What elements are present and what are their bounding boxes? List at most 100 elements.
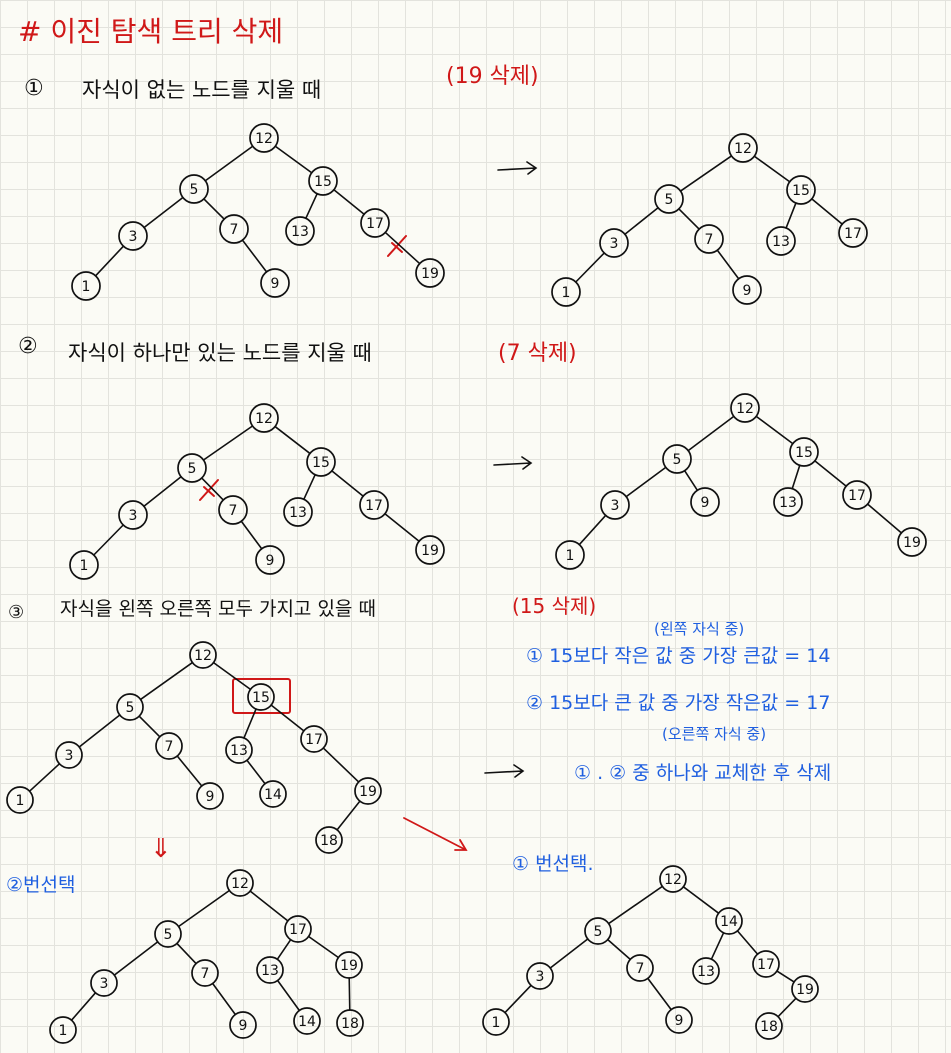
node-circle (600, 490, 630, 520)
node-label: 15 (792, 183, 810, 199)
tree-node: 3 (118, 500, 148, 530)
right-arrow-icon (493, 456, 533, 470)
node-circle (773, 487, 803, 517)
tree-node: 12 (249, 123, 279, 153)
tree-node: 14 (715, 907, 743, 935)
tree-edge (70, 991, 97, 1022)
tree-node: 12 (249, 403, 279, 433)
tree-edge (814, 460, 847, 487)
tree-edge (276, 938, 292, 961)
tree-edge (333, 188, 365, 216)
tree-node: 17 (752, 950, 780, 978)
tree-node: 12 (728, 133, 758, 163)
tree-edge (270, 704, 305, 732)
node-label: 17 (757, 957, 775, 973)
node-label: 3 (129, 508, 138, 524)
node-circle (118, 500, 148, 530)
node-label: 13 (289, 505, 307, 521)
node-label: 1 (80, 558, 89, 574)
tree-edge (212, 661, 252, 691)
node-label: 5 (673, 452, 682, 468)
tree-edge (625, 466, 667, 498)
node-label: 18 (341, 1016, 359, 1032)
tree-node: 1 (69, 550, 99, 580)
tree-edge (305, 192, 318, 220)
tree-node: 19 (897, 527, 927, 557)
tree-edge (384, 231, 421, 265)
node-circle (219, 214, 249, 244)
tree-edge (549, 938, 589, 969)
node-circle (336, 1009, 364, 1037)
tree-edge (211, 982, 237, 1016)
node-circle (256, 956, 284, 984)
case3-note: (15 삭제) (512, 594, 597, 618)
tree-edge (322, 747, 360, 783)
node-label: 3 (100, 976, 109, 992)
node-label: 3 (610, 236, 619, 252)
case1-heading: 자식이 없는 노드를 지울 때 (82, 78, 322, 102)
node-circle (306, 447, 336, 477)
rule-min-right: ② 15보다 큰 값 중 가장 작은값 = 17 (526, 692, 831, 714)
tree-node: 7 (191, 959, 219, 987)
tree-node: 17 (284, 915, 312, 943)
node-label: 9 (206, 789, 215, 805)
node-label: 7 (201, 966, 210, 982)
tree-edge (678, 208, 700, 230)
node-label: 17 (305, 732, 323, 748)
node-label: 9 (743, 283, 752, 299)
tree-node: 1 (555, 540, 585, 570)
tree-edge (143, 475, 182, 508)
node-circle (116, 693, 144, 721)
node-circle (654, 184, 684, 214)
node-label: 13 (230, 743, 248, 759)
node-circle (225, 736, 253, 764)
node-label: 9 (271, 276, 280, 292)
tree-edge (866, 503, 903, 534)
node-label: 12 (194, 648, 212, 664)
tree-node: 15 (786, 175, 816, 205)
tree-node: 3 (118, 221, 148, 251)
node-circle (49, 1016, 77, 1044)
tree-edge (785, 202, 797, 229)
tree-node: 5 (154, 920, 182, 948)
node-label: 1 (59, 1023, 68, 1039)
node-label: 19 (421, 543, 439, 559)
node-circle (665, 1006, 693, 1034)
node-label: 1 (82, 279, 91, 295)
node-circle (196, 782, 224, 810)
node-label: 9 (675, 1013, 684, 1029)
tree-edge (246, 759, 266, 785)
node-label: 7 (229, 503, 238, 519)
node-label: 13 (772, 234, 790, 250)
node-circle (732, 275, 762, 305)
tree-node: 5 (177, 453, 207, 483)
node-label: 1 (492, 1015, 501, 1031)
node-label: 1 (566, 548, 575, 564)
node-label: 13 (779, 495, 797, 511)
tree-node: 3 (600, 490, 630, 520)
tree-node: 13 (773, 487, 803, 517)
tree-edge (203, 198, 225, 220)
node-circle (259, 780, 287, 808)
tree-edge (274, 425, 311, 455)
tree-edge (710, 932, 725, 960)
node-label: 7 (230, 222, 239, 238)
node-circle (791, 975, 819, 1003)
node-circle (69, 550, 99, 580)
tree-node: 19 (335, 951, 363, 979)
tree-node: 3 (526, 962, 554, 990)
tree-node: 14 (293, 1007, 321, 1035)
tree-node: 13 (285, 216, 315, 246)
node-label: 1 (562, 285, 571, 301)
node-label: 17 (289, 922, 307, 938)
node-circle (249, 123, 279, 153)
node-circle (155, 732, 183, 760)
node-circle (255, 545, 285, 575)
node-label: 5 (665, 192, 674, 208)
node-circle (154, 920, 182, 948)
node-label: 19 (421, 266, 439, 282)
node-label: 15 (312, 455, 330, 471)
tree-node: 12 (189, 641, 217, 669)
